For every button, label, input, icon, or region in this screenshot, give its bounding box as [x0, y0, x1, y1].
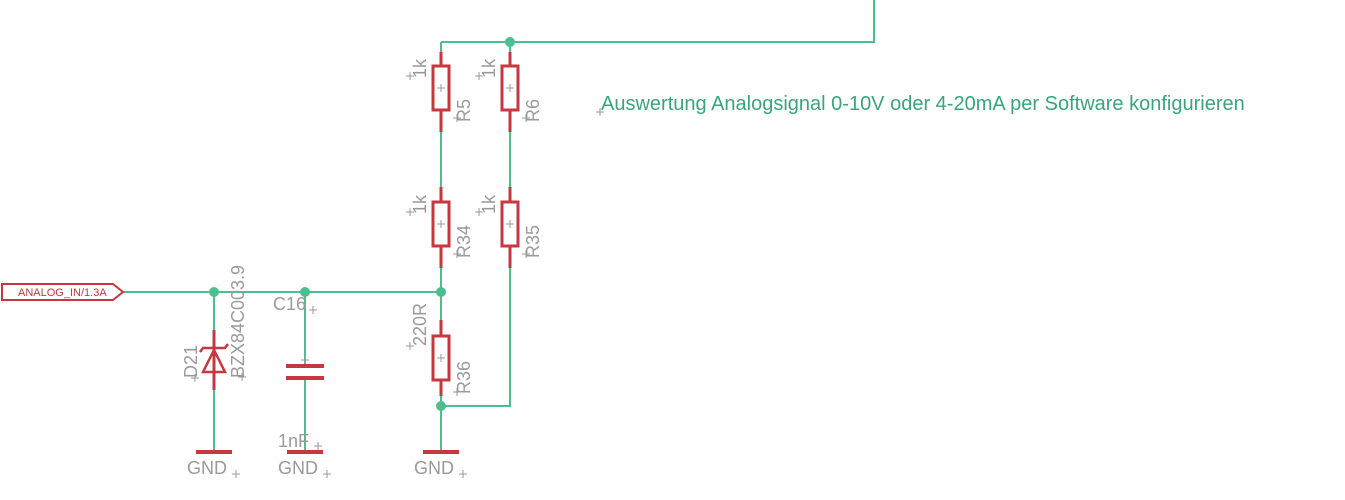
resistor-name: R5	[454, 99, 474, 122]
junction	[436, 401, 446, 411]
diode-name: D21	[181, 345, 201, 378]
junction	[300, 287, 310, 297]
resistor-r34[interactable]: 1k R34	[406, 187, 474, 268]
junction	[505, 37, 515, 47]
note-text: Auswertung Analogsignal 0-10V oder 4-20m…	[601, 93, 1245, 115]
gnd-label: GND	[278, 458, 318, 478]
resistor-name: R6	[523, 99, 543, 122]
gnd-label: GND	[414, 458, 454, 478]
port-label: ANALOG_IN/1.3A	[18, 287, 107, 299]
diode-d21[interactable]: D21 BZX84C003.9	[181, 265, 248, 390]
resistor-r5[interactable]: 1k R5	[406, 52, 474, 132]
resistor-value: 220R	[410, 303, 430, 346]
resistor-r6[interactable]: 1k R6	[475, 52, 543, 132]
gnd-label: GND	[187, 458, 227, 478]
resistor-name: R36	[454, 361, 474, 394]
resistor-r36[interactable]: 220R R36	[406, 303, 474, 396]
junctions	[209, 37, 515, 411]
gnd-c16[interactable]: GND	[278, 450, 331, 478]
resistor-name: R35	[523, 225, 543, 258]
annotation-note: Auswertung Analogsignal 0-10V oder 4-20m…	[596, 93, 1245, 116]
capacitor-c16[interactable]: C16 1nF	[273, 294, 324, 451]
resistor-r35[interactable]: 1k R35	[475, 187, 543, 268]
resistor-name: R34	[454, 225, 474, 258]
port-analog-in[interactable]: ANALOG_IN/1.3A	[1, 283, 125, 301]
capacitor-value: 1nF	[278, 431, 309, 451]
resistor-value: 1k	[410, 194, 430, 214]
gnd-d21[interactable]: GND	[187, 450, 240, 478]
junction	[436, 287, 446, 297]
wire-top	[441, 0, 875, 43]
junction	[209, 287, 219, 297]
wire-r35-bottom	[441, 246, 511, 407]
diode-value: BZX84C003.9	[228, 265, 248, 378]
resistor-value: 1k	[410, 58, 430, 78]
resistor-value: 1k	[479, 194, 499, 214]
gnd-r36[interactable]: GND	[414, 450, 467, 478]
capacitor-name: C16	[273, 294, 306, 314]
resistor-value: 1k	[479, 58, 499, 78]
